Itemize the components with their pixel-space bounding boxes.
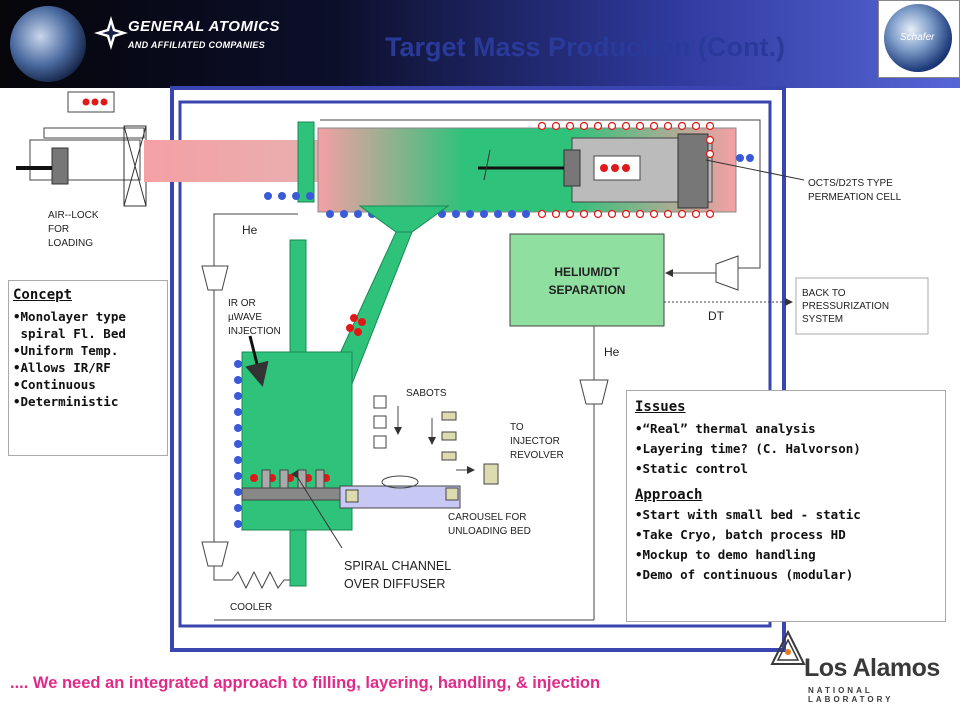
funnel (358, 205, 450, 233)
issues-item: •“Real” thermal analysis (635, 421, 816, 436)
los-alamos-logo (770, 629, 806, 665)
air-lock-assembly (16, 91, 147, 207)
to-injector-label-3: REVOLVER (510, 450, 564, 461)
sabot-stack (373, 395, 387, 449)
approach-item: •Mockup to demo handling (635, 547, 816, 562)
loading-tube (144, 140, 324, 182)
to-injector-label-2: INJECTOR (510, 436, 560, 447)
outer-frame (170, 86, 786, 652)
air-lock-label-1: AIR--LOCK (48, 210, 99, 221)
air-lock-label-2: FOR (48, 224, 69, 235)
back-to-label-3: SYSTEM (802, 314, 843, 325)
air-lock-label-3: LOADING (48, 238, 93, 249)
approach-item: •Start with small bed - static (635, 507, 861, 522)
approach-item: •Demo of continuous (modular) (635, 567, 854, 582)
ir-label-3: INJECTION (228, 326, 281, 337)
sabot-caps (441, 411, 457, 461)
perm-cell-label-1: OCTS/D2TS TYPE (808, 178, 893, 189)
concept-item: •Uniform Temp. (13, 343, 119, 358)
footer-message: .... We need an integrated approach to f… (10, 674, 601, 692)
sabots-label: SABOTS (406, 388, 447, 399)
concept-item: •Deterministic (13, 394, 119, 409)
he-top-label: He (242, 223, 258, 237)
concept-item: •Monolayer type (13, 309, 126, 324)
inner-frame (178, 100, 772, 628)
fluid-bed (241, 351, 353, 531)
ir-label-1: IR OR (228, 298, 256, 309)
separation-label-1: HELIUM/DT (554, 265, 620, 279)
ir-label-2: µWAVE (228, 312, 262, 323)
carousel-label-1: CAROUSEL FOR (448, 512, 527, 523)
spiral-label-1: SPIRAL CHANNEL (344, 559, 451, 573)
approach-heading: Approach (635, 487, 703, 503)
concept-item: •Continuous (13, 377, 96, 392)
cooler-coil (213, 566, 298, 590)
cooler-label: COOLER (230, 602, 272, 613)
general-atomics-globe-logo (10, 6, 86, 82)
perm-cell-label-2: PERMEATION CELL (808, 192, 902, 203)
concept-item: spiral Fl. Bed (13, 326, 126, 341)
concept-item: •Allows IR/RF (13, 360, 111, 375)
issues-heading: Issues (635, 399, 686, 415)
concept-heading: Concept (13, 287, 73, 303)
back-to-label-2: PRESSURIZATION (802, 301, 889, 312)
corner-logo-text: Schafer (900, 32, 935, 43)
bed-blue-dots (234, 360, 242, 528)
issues-approach-panel: Issues •“Real” thermal analysis •Layerin… (626, 390, 946, 622)
earth-logo (884, 4, 952, 72)
company-subtitle: AND AFFILIATED COMPANIES (128, 40, 266, 50)
lab-name: Los Alamos (804, 654, 940, 682)
cell-red-dots (537, 121, 715, 219)
carousel-label-2: UNLOADING BED (448, 526, 531, 537)
spiral-label-2: OVER DIFFUSER (344, 577, 445, 591)
concept-panel: Concept •Monolayer type spiral Fl. Bed •… (8, 280, 168, 456)
separation-label-2: SEPARATION (549, 283, 626, 297)
issues-item: •Static control (635, 461, 748, 476)
issues-item: •Layering time? (C. Halvorson) (635, 441, 861, 456)
back-to-label-1: BACK TO (802, 288, 846, 299)
lab-subtitle: NATIONAL LABORATORY (808, 686, 894, 704)
he-right-label: He (604, 345, 620, 359)
header-bar (0, 0, 960, 88)
general-atomics-star-icon (94, 16, 128, 50)
to-injector-label-1: TO (510, 422, 524, 433)
approach-item: •Take Cryo, batch process HD (635, 527, 846, 542)
page-title: Target Mass Production (Cont.) (385, 32, 786, 62)
helium-dt-separation-box (509, 233, 665, 327)
carousel-bed (339, 485, 461, 509)
permeation-cell (297, 121, 805, 213)
dt-label: DT (708, 309, 725, 323)
company-name: GENERAL ATOMICS (128, 18, 280, 35)
